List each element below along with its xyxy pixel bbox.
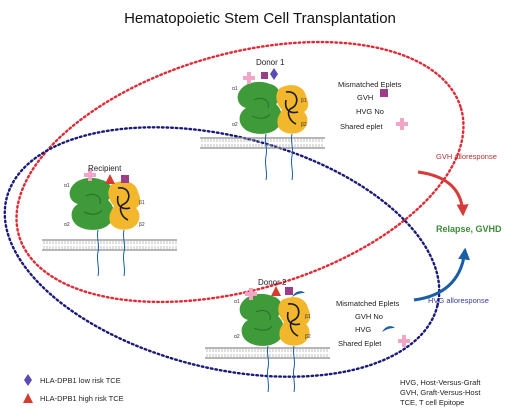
donor2-eplet-square bbox=[285, 287, 293, 295]
donor1-key-gvh-square bbox=[380, 89, 388, 97]
donor1-membrane bbox=[200, 137, 325, 149]
donor1-gvh-text: GVH bbox=[357, 93, 374, 102]
donor1-alpha2-label: α2 bbox=[232, 122, 238, 128]
hvg-alloresponse-arrow bbox=[413, 247, 471, 302]
abbreviation-gvh: GVH, Graft-Versus-Host bbox=[400, 388, 481, 397]
alpha-chain bbox=[237, 81, 282, 134]
recipient-beta2-label: β2 bbox=[139, 222, 145, 228]
donor2-gvh-text: GVH No bbox=[355, 312, 383, 321]
alpha-tail bbox=[264, 133, 268, 181]
recipient-high-risk-tce-marker bbox=[105, 174, 115, 184]
gvh-alloresponse-arrow bbox=[417, 170, 469, 217]
donor2-ring bbox=[3, 126, 441, 378]
donor1-low-risk-tce-marker bbox=[270, 68, 278, 80]
beta-tail bbox=[290, 133, 294, 181]
legend-high-risk-text: HLA-DPB1 high risk TCE bbox=[40, 394, 124, 403]
donor2-hvg-text: HVG bbox=[355, 325, 372, 334]
legend-high-risk-marker bbox=[23, 393, 33, 403]
recipient-hla-molecule bbox=[69, 177, 141, 277]
donor1-alpha1-label: α1 bbox=[232, 86, 238, 92]
beta-tail bbox=[122, 229, 126, 277]
donor2-shared-text: Shared Eplet bbox=[338, 339, 382, 348]
alpha-tail bbox=[266, 345, 270, 393]
beta-chain bbox=[278, 297, 311, 346]
donor2-beta2-label: β2 bbox=[305, 334, 311, 340]
recipient-shared-eplet-marker bbox=[84, 169, 96, 181]
donor2-alpha2-label: α2 bbox=[234, 334, 240, 340]
donor1-key-shared-plus bbox=[396, 118, 408, 130]
donor1-hvg-text: HVG No bbox=[356, 107, 384, 116]
legend-low-risk-text: HLA-DPB1 low risk TCE bbox=[40, 376, 121, 385]
gvh-alloresponse-label: GVH alloresponse bbox=[436, 152, 497, 161]
beta-chain bbox=[276, 85, 309, 134]
alpha-tail bbox=[96, 229, 100, 277]
donor2-membrane bbox=[205, 347, 330, 359]
donor2-shared-eplet-marker bbox=[245, 288, 257, 300]
donor1-gvh-eplet-marker bbox=[261, 72, 268, 79]
donor1-label: Donor 1 bbox=[256, 58, 285, 67]
beta-chain bbox=[108, 181, 141, 230]
recipient-eplet-square bbox=[121, 175, 129, 183]
recipient-alpha1-label: α1 bbox=[64, 183, 70, 189]
alpha-chain bbox=[239, 293, 284, 346]
donor2-hla-molecule bbox=[239, 293, 311, 393]
donor2-key-hvg-swoosh bbox=[382, 326, 395, 332]
donor2-high-risk-tce-marker bbox=[271, 286, 281, 296]
recipient-label: Recipient bbox=[88, 164, 122, 173]
legend-low-risk-marker bbox=[24, 374, 32, 386]
donor1-beta2-label: β2 bbox=[301, 122, 307, 128]
donor2-key-shared-plus bbox=[398, 335, 410, 347]
donor1-hla-molecule bbox=[237, 81, 309, 181]
donor2-beta1-label: β1 bbox=[305, 314, 311, 320]
diagram-title: Hematopoietic Stem Cell Transplantation bbox=[124, 10, 396, 27]
outcome-label: Relapse, GVHD bbox=[436, 224, 502, 234]
donor2-hvg-eplet-marker bbox=[292, 291, 305, 297]
donor1-eplets-title: Mismatched Eplets bbox=[338, 80, 402, 89]
alpha-chain bbox=[69, 177, 114, 230]
donor1-shared-text: Shared eplet bbox=[340, 122, 383, 131]
donor2-alpha1-label: α1 bbox=[234, 299, 240, 305]
donor2-eplets-title: Mismatched Eplets bbox=[336, 299, 400, 308]
donor1-beta1-label: β1 bbox=[301, 98, 307, 104]
donor2-label: Donor 2 bbox=[258, 278, 287, 287]
recipient-alpha2-label: α2 bbox=[64, 222, 70, 228]
beta-tail bbox=[292, 345, 296, 393]
hvg-alloresponse-label: HVG alloresponse bbox=[428, 296, 489, 305]
abbreviation-tce: TCE, T cell Epitope bbox=[400, 398, 465, 407]
recipient-membrane bbox=[42, 239, 177, 251]
donor1-ring bbox=[15, 40, 465, 304]
donor1-shared-eplet-marker bbox=[243, 72, 255, 84]
abbreviation-hvg: HVG, Host-Versus-Graft bbox=[400, 378, 481, 387]
recipient-beta1-label: β1 bbox=[139, 200, 145, 206]
